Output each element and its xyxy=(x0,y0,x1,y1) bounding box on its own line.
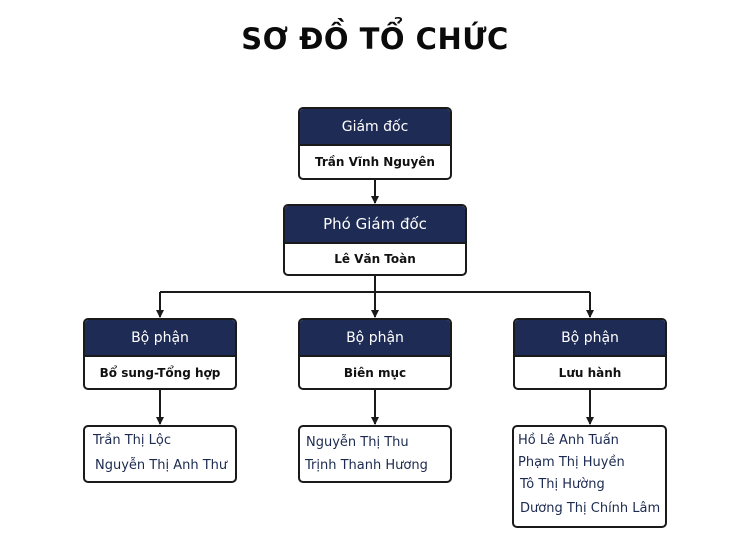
member-name: Trần Thị Lộc xyxy=(93,433,171,448)
member-name: Nguyễn Thị Thu xyxy=(306,435,409,450)
member-name: Phạm Thị Huyền xyxy=(518,455,625,470)
deputy-role: Phó Giám đốc xyxy=(285,206,465,244)
member-list-bien-muc: Nguyễn Thị Thu Trịnh Thanh Hương xyxy=(298,425,452,483)
department-name: Bổ sung-Tổng hợp xyxy=(99,365,221,380)
department-box-luu-hanh: Bộ phận Lưu hành xyxy=(513,318,667,390)
department-role: Bộ phận xyxy=(515,320,665,357)
member-list-bo-sung-tong-hop: Trần Thị Lộc Nguyễn Thị Anh Thư xyxy=(83,425,237,483)
department-role: Bộ phận xyxy=(85,320,235,357)
member-name: Dương Thị Chính Lâm xyxy=(520,501,661,516)
deputy-box: Phó Giám đốc Lê Văn Toàn xyxy=(283,204,467,276)
deputy-name: Lê Văn Toàn xyxy=(334,252,416,266)
member-name: Trịnh Thanh Hương xyxy=(305,458,428,473)
member-list-luu-hanh: Hồ Lê Anh Tuấn Phạm Thị Huyền Tô Thị Hườ… xyxy=(512,425,667,528)
member-name: Nguyễn Thị Anh Thư xyxy=(95,458,228,473)
department-name: Biên mục xyxy=(343,365,407,380)
department-role: Bộ phận xyxy=(300,320,450,357)
director-name: Trần Vĩnh Nguyên xyxy=(315,155,435,169)
department-name: Lưu hành xyxy=(558,365,622,380)
director-box: Giám đốc Trần Vĩnh Nguyên xyxy=(298,107,452,180)
director-role: Giám đốc xyxy=(300,109,450,146)
chart-title: SƠ ĐỒ TỔ CHỨC xyxy=(241,22,509,56)
member-name: Tô Thị Hường xyxy=(520,477,605,492)
department-box-bo-sung-tong-hop: Bộ phận Bổ sung-Tổng hợp xyxy=(83,318,237,390)
department-box-bien-muc: Bộ phận Biên mục xyxy=(298,318,452,390)
member-name: Hồ Lê Anh Tuấn xyxy=(518,433,619,448)
